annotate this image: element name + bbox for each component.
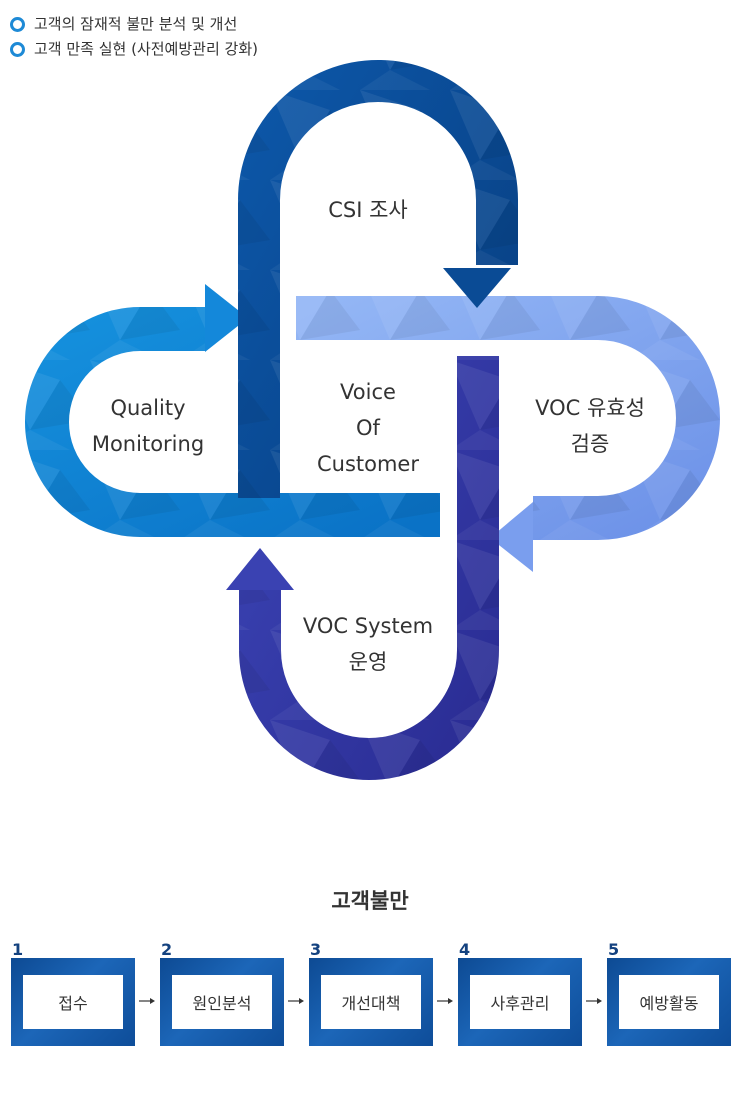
voc-validation-label: VOC 유효성 검증 [510, 390, 670, 462]
left-loop-arrow [25, 284, 440, 537]
bullet-item: 고객 만족 실현 (사전예방관리 강화) [10, 37, 258, 62]
right-loop-arrow [296, 296, 720, 572]
step-number: 2 [161, 940, 173, 959]
right-line: VOC 유효성 [535, 396, 645, 420]
circle-bullet-icon [10, 42, 25, 57]
left-line: Monitoring [91, 432, 205, 456]
step-number: 4 [459, 940, 471, 959]
circle-bullet-icon [10, 17, 25, 32]
csi-survey-label: CSI 조사 [328, 198, 408, 222]
arrow-right-icon [586, 998, 602, 1004]
step-number: 5 [608, 940, 620, 959]
bullet-text: 고객의 잠재적 불만 분석 및 개선 [34, 15, 238, 33]
process-step: 사후관리 [458, 958, 582, 1046]
arrow-right-icon [288, 998, 304, 1004]
left-line: Quality [110, 396, 186, 420]
quality-monitoring-label: Quality Monitoring [78, 390, 218, 462]
bullet-list: 고객의 잠재적 불만 분석 및 개선 고객 만족 실현 (사전예방관리 강화) [10, 12, 258, 62]
step-label: 예방활동 [619, 975, 719, 1029]
center-line: Of [356, 416, 380, 440]
bullet-text: 고객 만족 실현 (사전예방관리 강화) [34, 40, 258, 58]
process-step: 원인분석 [160, 958, 284, 1046]
step-label: 개선대책 [321, 975, 421, 1029]
center-line: Customer [316, 452, 419, 476]
step-label: 원인분석 [172, 975, 272, 1029]
top-loop-arrow [238, 60, 518, 498]
center-line: Voice [340, 380, 396, 404]
bullet-item: 고객의 잠재적 불만 분석 및 개선 [10, 12, 258, 37]
step-label: 사후관리 [470, 975, 570, 1029]
bottom-line: VOC System [302, 614, 434, 638]
voc-cycle-diagram [25, 60, 720, 780]
process-step: 예방활동 [607, 958, 731, 1046]
process-step: 접수 [11, 958, 135, 1046]
process-step: 개선대책 [309, 958, 433, 1046]
process-title: 고객불만 [331, 889, 409, 913]
bottom-line: 운영 [348, 650, 388, 674]
step-number: 1 [12, 940, 24, 959]
arrow-right-icon [437, 998, 453, 1004]
voice-of-customer-label: Voice Of Customer [298, 374, 438, 482]
voc-system-label: VOC System 운영 [290, 608, 446, 680]
step-label: 접수 [23, 975, 123, 1029]
arrow-right-icon [139, 998, 155, 1004]
bottom-loop-arrow [226, 356, 499, 780]
step-number: 3 [310, 940, 322, 959]
right-line: 검증 [570, 432, 610, 456]
